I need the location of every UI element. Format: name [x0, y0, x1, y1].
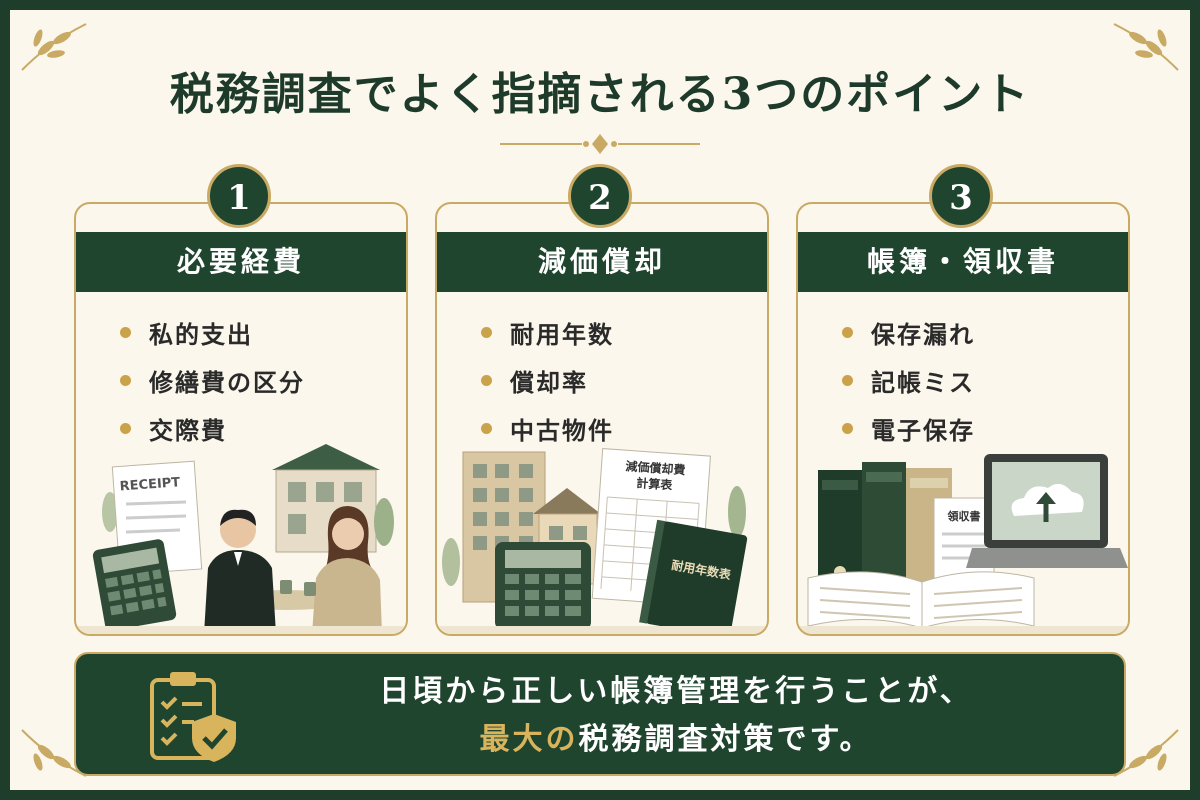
card-heading: 減価償却 [437, 232, 767, 292]
man-icon [204, 509, 276, 634]
bullet-dot-icon [481, 326, 492, 338]
bullet-dot-icon [842, 326, 853, 338]
card-heading: 帳簿・領収書 [798, 232, 1128, 292]
bullet-dot-icon [842, 422, 853, 434]
list-item: 修繕費の区分 [120, 356, 305, 404]
calculator-icon [92, 539, 177, 631]
woman-icon [312, 506, 382, 634]
bullet-dot-icon [481, 374, 492, 386]
infographic-canvas: 税務調査でよく指摘される3つのポイント 必要経費 私的支出 修繕費の区分 交際費 [10, 10, 1190, 790]
bullet-dot-icon [120, 374, 131, 386]
card-item-list: 保存漏れ 記帳ミス 電子保存 [842, 308, 975, 452]
card-item-list: 耐用年数 償却率 中古物件 [481, 308, 614, 452]
list-item: 償却率 [481, 356, 614, 404]
list-item: 中古物件 [481, 404, 614, 452]
card-depreciation: 減価償却 耐用年数 償却率 中古物件 [435, 202, 769, 636]
bullet-dot-icon [120, 422, 131, 434]
list-item: 記帳ミス [842, 356, 975, 404]
list-item: 交際費 [120, 404, 305, 452]
corner-leaf-ornament-top-left [21, 23, 87, 71]
footer-line-1: 日頃から正しい帳簿管理を行うことが、 [379, 674, 973, 709]
calculator-icon [495, 542, 591, 630]
footer-highlight: 最大の [479, 722, 579, 757]
receipt-label: 領収書 [947, 509, 981, 523]
list-item: 電子保存 [842, 404, 975, 452]
illustration-consultation: RECEIPT [76, 444, 406, 634]
footer-message: 日頃から正しい帳簿管理を行うことが、 最大の税務調査対策です。 [266, 668, 1086, 764]
card-books-receipts: 帳簿・領収書 保存漏れ 記帳ミス 電子保存 領収書 [796, 202, 1130, 636]
illustration-depreciation: 減価償却費 計算表 [437, 448, 767, 634]
sheet-title-line1: 減価償却費 [625, 458, 686, 477]
step-number-badge: 3 [929, 164, 993, 228]
bullet-dot-icon [120, 326, 131, 338]
list-item: 私的支出 [120, 308, 305, 356]
footer-banner: 日頃から正しい帳簿管理を行うことが、 最大の税務調査対策です。 [74, 652, 1126, 776]
title-divider-ornament [500, 134, 700, 154]
card-heading: 必要経費 [76, 232, 406, 292]
step-number-badge: 1 [207, 164, 271, 228]
footer-line-2: 最大の税務調査対策です。 [266, 716, 1086, 764]
illustration-records: 領収書 [798, 454, 1128, 634]
list-item: 耐用年数 [481, 308, 614, 356]
receipt-label: RECEIPT [119, 475, 181, 494]
bullet-dot-icon [481, 422, 492, 434]
card-expenses: 必要経費 私的支出 修繕費の区分 交際費 RECEIPT [74, 202, 408, 636]
list-item: 保存漏れ [842, 308, 975, 356]
corner-leaf-ornament-top-right [1113, 23, 1179, 71]
step-number-badge: 2 [568, 164, 632, 228]
footer-line-2-rest: 税務調査対策です。 [578, 722, 873, 757]
laptop-icon [966, 454, 1128, 568]
useful-life-table-book: 耐用年数表 [639, 519, 748, 634]
card-item-list: 私的支出 修繕費の区分 交際費 [120, 308, 305, 452]
corner-leaf-ornament-bottom-right [1113, 729, 1179, 777]
clipboard-shield-check-icon [150, 672, 236, 762]
open-ledger-book-icon [807, 571, 1035, 629]
page-title: 税務調査でよく指摘される3つのポイント [169, 69, 1031, 120]
bullet-dot-icon [842, 374, 853, 386]
sheet-title-line2: 計算表 [636, 475, 674, 493]
